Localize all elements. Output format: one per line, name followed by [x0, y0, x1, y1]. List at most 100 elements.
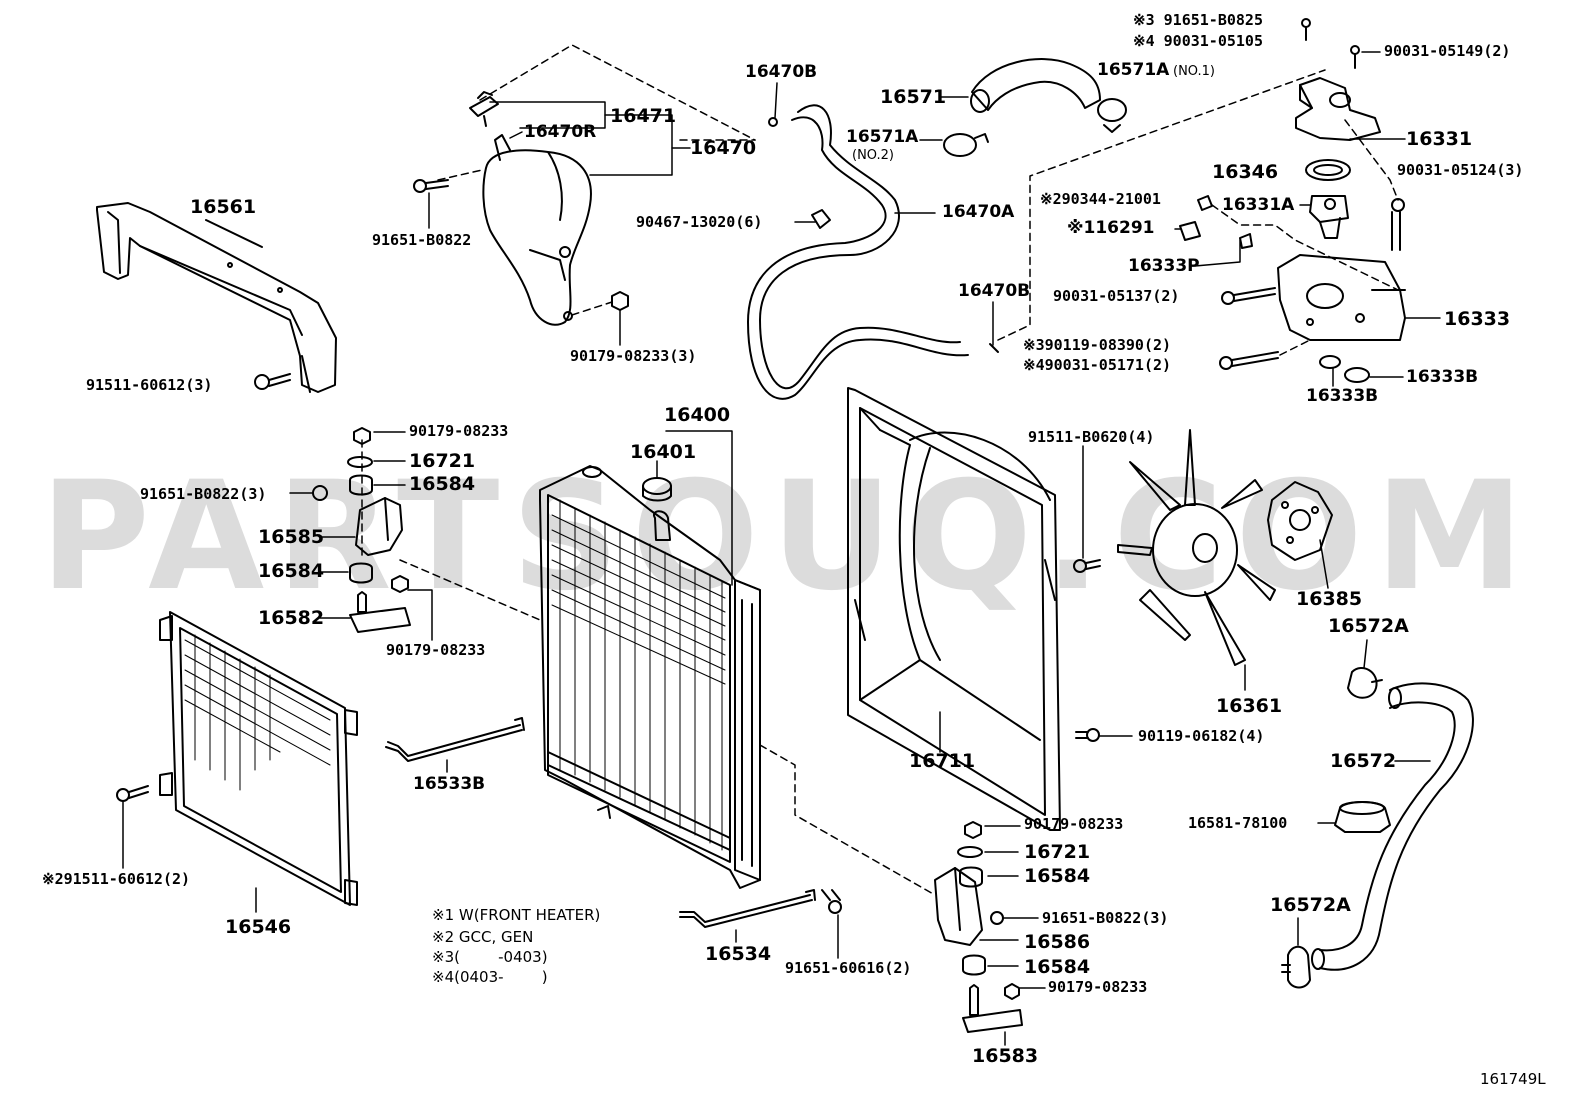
bolt-91511-B0620	[1073, 559, 1101, 573]
bracket-16561	[96, 202, 337, 393]
plug-90344	[1197, 195, 1213, 211]
label-90179-d: 90179-08233	[1048, 978, 1148, 996]
label-90031-05124: 90031-05124(3)	[1397, 161, 1524, 179]
clamp-16571A-no1	[1097, 98, 1127, 133]
label-16561: 16561	[190, 196, 257, 218]
lower-hose-16572	[1311, 682, 1474, 971]
label-16584-b: 16584	[258, 560, 325, 582]
hose-16571	[970, 58, 1101, 113]
leader-16561	[205, 219, 263, 248]
label-16533B: 16533B	[413, 774, 486, 794]
bolt-91511-60612-2	[116, 785, 149, 802]
label-16571: 16571	[880, 86, 947, 108]
label-16572: 16572	[1330, 750, 1397, 772]
label-16470B-mid: 16470B	[958, 281, 1031, 301]
fan-shroud-16711	[847, 387, 1061, 831]
sensor-16291	[1179, 221, 1253, 249]
clamp-16572A-bottom	[1281, 945, 1311, 989]
label-16470A: 16470A	[942, 202, 1015, 222]
housing-16333	[1277, 254, 1406, 341]
label-16572A-top: 16572A	[1328, 615, 1409, 637]
label-16585: 16585	[258, 526, 325, 548]
label-90119-06182: 90119-06182(4)	[1138, 727, 1265, 745]
label-16571A-no2: 16571A	[846, 127, 919, 147]
note-1: ※1 W(FRONT HEATER)	[432, 906, 601, 924]
label-91651-B0822-3b: 91651-B0822(3)	[1042, 909, 1169, 927]
note-3: ※3( -0403)	[432, 948, 548, 966]
label-s3-90119: ※390119-08390(2)	[1023, 336, 1172, 354]
clip-90467	[811, 209, 831, 229]
label-16333B-right: 16333B	[1406, 367, 1479, 387]
label-90467: 90467-13020(6)	[636, 213, 763, 231]
label-no1: (NO.1)	[1173, 64, 1215, 79]
label-16582: 16582	[258, 607, 325, 629]
clamp-16571A-no2	[943, 133, 989, 157]
bolt-91651-B0825	[1301, 18, 1311, 41]
clamp-16572A-top	[1347, 667, 1383, 699]
label-16401: 16401	[630, 441, 697, 463]
rod-16534	[679, 889, 816, 928]
label-90179-b: 90179-08233	[386, 641, 486, 659]
o-rings-16333B	[1319, 355, 1370, 383]
label-90179-c: 90179-08233	[1024, 815, 1124, 833]
nut-90179	[611, 291, 629, 311]
label-16471: 16471	[610, 105, 677, 127]
bolt-91651-B0822	[413, 179, 449, 193]
water-outlet-16331	[1295, 77, 1381, 141]
label-90179-a: 90179-08233	[409, 422, 509, 440]
diagram-id: 161749L	[1480, 1070, 1546, 1088]
fluid-coupling-16385	[1267, 481, 1333, 561]
hose-16470A	[747, 104, 969, 400]
label-16470: 16470	[690, 137, 757, 159]
label-16333: 16333	[1444, 308, 1511, 330]
label-16721-a: 16721	[409, 450, 476, 472]
cap-16471	[469, 91, 499, 127]
label-16333B-bottom: 16333B	[1306, 386, 1379, 406]
mount-stack-left	[312, 427, 411, 633]
label-91511-60612-3: 91511-60612(3)	[86, 376, 213, 394]
label-90179-08233-3: 90179-08233(3)	[570, 347, 697, 365]
bolt-90031-05137	[1221, 287, 1276, 305]
label-s4-90031-05105: ※4 90031-05105	[1133, 32, 1263, 50]
bolt-90031-05124	[1391, 198, 1405, 251]
label-16546: 16546	[225, 916, 292, 938]
bolt-90119-08390	[1219, 351, 1279, 370]
label-16583: 16583	[972, 1045, 1039, 1067]
label-16400: 16400	[664, 404, 731, 426]
label-s2-90344: ※290344-21001	[1040, 190, 1161, 208]
gasket-16346	[1305, 159, 1351, 181]
label-16571A-no1: 16571A	[1097, 60, 1170, 80]
label-16584-d: 16584	[1024, 956, 1091, 978]
label-90031-05149: 90031-05149(2)	[1384, 42, 1511, 60]
label-16385: 16385	[1296, 588, 1363, 610]
label-16572A-bottom: 16572A	[1270, 894, 1351, 916]
label-16584-c: 16584	[1024, 865, 1091, 887]
label-16584-a: 16584	[409, 473, 476, 495]
label-no2: (NO.2)	[852, 148, 894, 163]
radiator-16400	[539, 465, 761, 889]
label-16586: 16586	[1024, 931, 1091, 953]
label-91651-B0822-3: 91651-B0822(3)	[140, 485, 267, 503]
cap-16401	[642, 477, 672, 502]
note-2: ※2 GCC, GEN	[432, 928, 534, 946]
label-16331A: 16331A	[1222, 195, 1295, 215]
label-16333P: 16333P	[1128, 256, 1200, 276]
label-16361: 16361	[1216, 695, 1283, 717]
label-16331: 16331	[1406, 128, 1473, 150]
label-s3-91651-B0825: ※3 91651-B0825	[1133, 11, 1263, 29]
label-16470R: 16470R	[524, 122, 597, 142]
bolt-90031-05149	[1350, 45, 1360, 69]
rod-16533B	[385, 717, 525, 762]
note-4: ※4(0403- )	[432, 968, 548, 986]
fan-16361	[1117, 429, 1276, 666]
bolt-91511-60612	[254, 373, 291, 390]
thermostat-16331A	[1309, 195, 1349, 239]
reservoir-tank	[482, 134, 592, 326]
label-s4-90031: ※490031-05171(2)	[1023, 356, 1172, 374]
label-16470B-top: 16470B	[745, 62, 818, 82]
label-91651-60616: 91651-60616(2)	[785, 959, 912, 977]
inlet-16581	[1334, 801, 1391, 833]
label-16721-b: 16721	[1024, 841, 1091, 863]
label-16711: 16711	[909, 750, 976, 772]
